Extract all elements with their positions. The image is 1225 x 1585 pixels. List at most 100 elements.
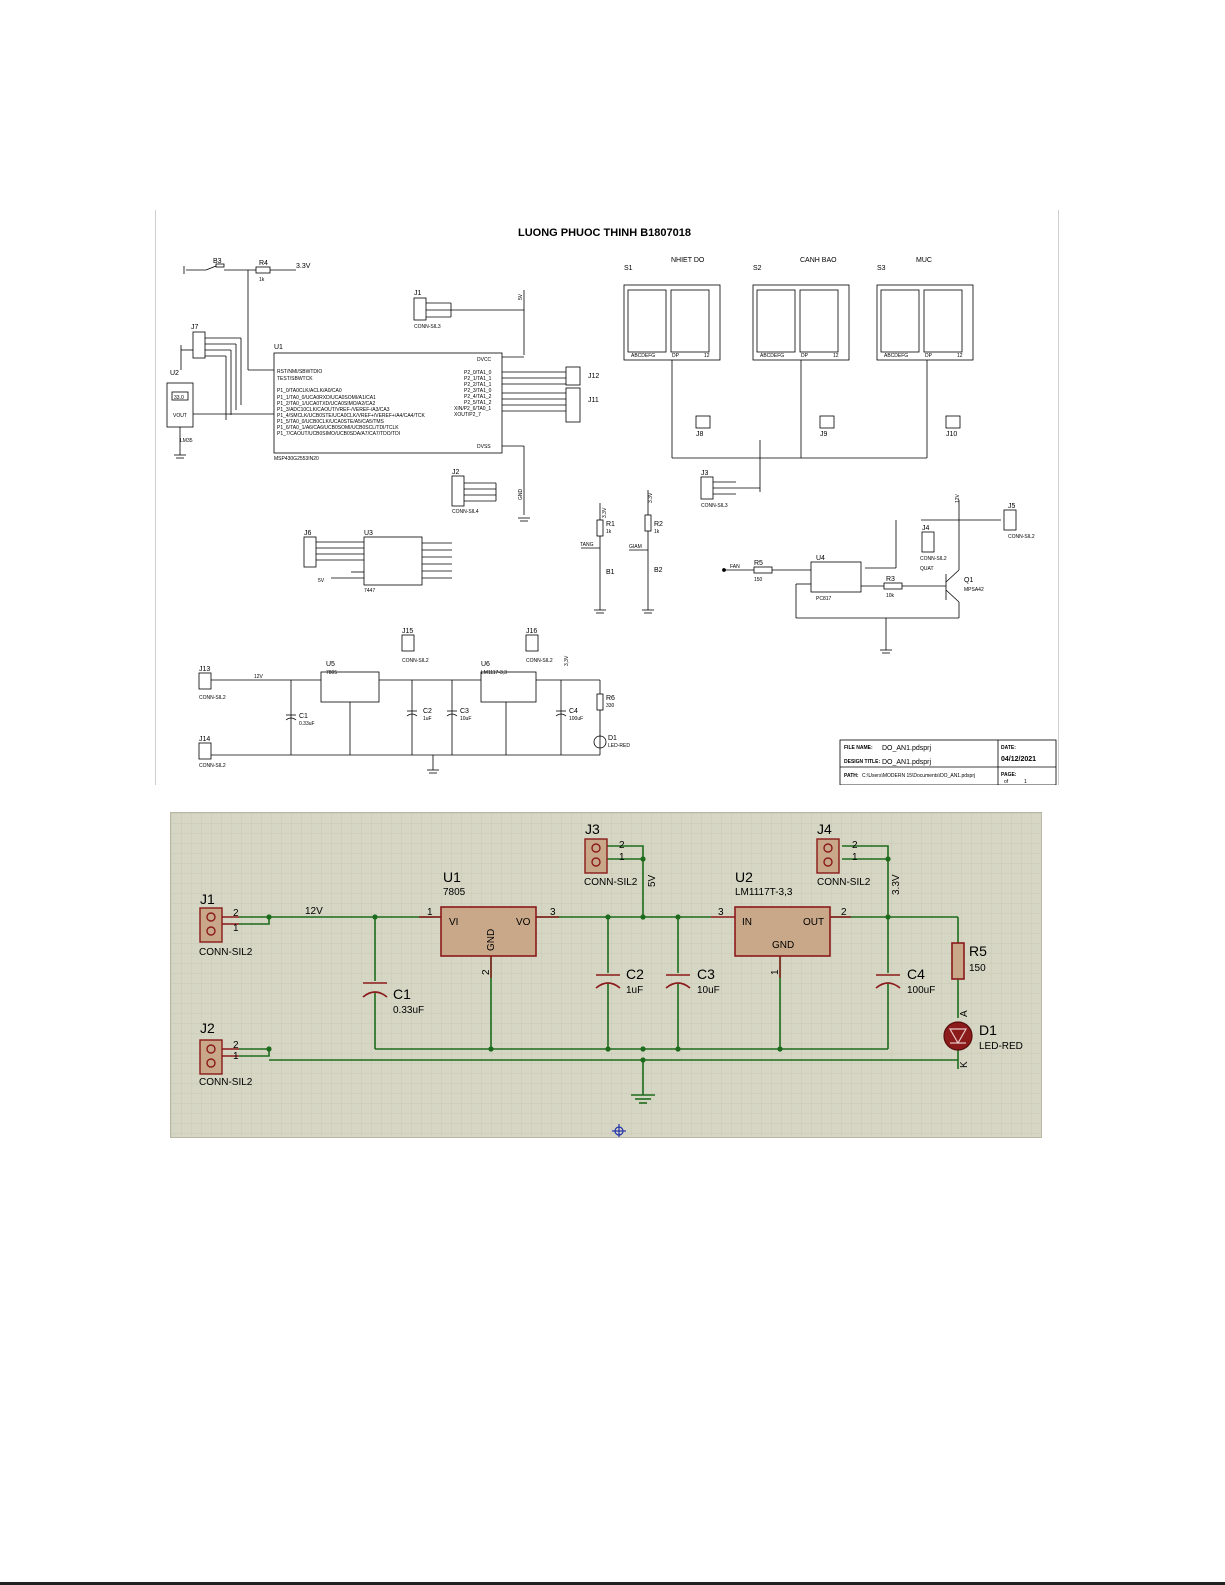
display-s3-digits: 12 <box>957 353 963 359</box>
u1-pin-right-5: P2_5/TA1_2 <box>464 400 492 406</box>
u1-pin-left-6: P1_4/SMCLK/UCB0STE/UCA0CLK/VREF+/VEREF+/… <box>277 413 425 419</box>
u2-ref: U2 <box>735 869 753 885</box>
tb-file-label: FILE NAME: <box>844 745 873 751</box>
b2-ref: B2 <box>654 567 663 574</box>
u2-pin2: 2 <box>841 907 847 918</box>
display-s1-conn: J8 <box>696 431 704 438</box>
u1-ref: U1 <box>443 869 461 885</box>
j4-ref: J4 <box>922 525 930 532</box>
display-s1-digits: 12 <box>704 353 710 359</box>
u5-ref: U5 <box>326 661 335 668</box>
quat-label: QUAT <box>920 566 934 572</box>
capacitor-c1[interactable] <box>362 982 388 998</box>
capacitor-c2[interactable] <box>595 974 621 989</box>
r4-ref: R4 <box>259 260 268 267</box>
power-supply-schematic: J1 2 1 CONN-SIL2 J2 2 1 CONN-SIL2 J3 2 1… <box>170 812 1042 1138</box>
u1-pin-right-3: P2_3/TA1_0 <box>464 388 492 394</box>
display-s3-label: MUC <box>916 257 932 264</box>
j3-ref: J3 <box>701 470 709 477</box>
u1-pin-left-3: P1_1/TA0_0/UCA0RXD/UCA0SOMI/A1/CA1 <box>277 395 376 401</box>
display-s1-seg: ABCDEFG <box>631 353 655 359</box>
capacitor-c4[interactable] <box>875 974 901 989</box>
led-d1[interactable] <box>943 1021 973 1051</box>
c2-ref: C2 <box>626 966 644 982</box>
j16-ref: J16 <box>526 628 537 635</box>
u1-pin-right-6: XIN/P2_6/TA0_1 <box>454 406 491 412</box>
mini-d1-ref: D1 <box>608 735 617 742</box>
full-schematic: LUONG PHUOC THINH B1807018 B3 R4 1k 3.3V… <box>155 210 1059 786</box>
j3-type: CONN-SIL2 <box>584 877 638 888</box>
mini-c1-ref: C1 <box>299 713 308 720</box>
u3-net-5v: 5V <box>318 578 325 584</box>
u1-pin2: 2 <box>481 969 492 975</box>
u2-name: LM35 <box>180 438 193 444</box>
r5-ref: R5 <box>969 943 987 959</box>
c1-value: 0.33uF <box>393 1005 424 1016</box>
tang-label: TANG <box>580 542 594 548</box>
regulator-u2[interactable]: U2 LM1117T-3,3 IN OUT GND 3 2 1 <box>711 869 851 978</box>
capacitor-c3[interactable] <box>665 974 691 989</box>
r2-value: 1k <box>654 529 660 535</box>
u1-pin-left-7: P1_5/TA0_0/UCB0CLK/UCA0STE/A5/CA5/TMS <box>277 419 385 425</box>
j4-ref: J4 <box>817 821 832 837</box>
tb-design-label: DESIGN TITLE: <box>844 759 880 765</box>
j3-ref: J3 <box>585 821 600 837</box>
u1-pin-left-5: P1_3/ADC10CLK/CAOUT/VREF-/VEREF-/A3/CA3 <box>277 407 390 413</box>
fan-label: FAN <box>730 564 740 570</box>
r2-net-3v3: 3.3V <box>648 492 654 503</box>
regulator-u1[interactable]: U1 7805 VI VO GND 1 3 2 <box>419 869 559 978</box>
u1-pin-right-1: P2_1/TA1_1 <box>464 376 492 382</box>
u2-ref: U2 <box>170 370 179 377</box>
display-s2-conn: J9 <box>820 431 828 438</box>
u2-in: IN <box>742 917 752 928</box>
u1-pin-left-8: P1_6/TA0_1/A6/CA6/UCB0SOMI/UCB0SCL/TDI/T… <box>277 425 399 431</box>
u3-name: 7447 <box>364 588 375 594</box>
display-s2-ref: S2 <box>753 265 762 272</box>
tb-page-num: 1 <box>1024 779 1027 785</box>
j4-pin2: 2 <box>852 840 858 851</box>
connector-j2[interactable]: J2 2 1 CONN-SIL2 <box>199 1020 253 1088</box>
j3-type: CONN-SIL3 <box>701 503 728 509</box>
j4-type: CONN-SIL2 <box>817 877 871 888</box>
display-s2-seg: ABCDEFG <box>760 353 784 359</box>
tb-page-of: of <box>1004 779 1009 785</box>
display-s1-label: NHIET DO <box>671 257 705 264</box>
j1-type: CONN-SIL3 <box>414 324 441 330</box>
display-s3-seg: ABCDEFG <box>884 353 908 359</box>
u1-pin-right-0: P2_0/TA1_0 <box>464 370 492 376</box>
u1-pin-left-4: P1_2/TA0_1/UCA0TXD/UCA0SIMO/A2/CA2 <box>277 401 375 407</box>
u1-gnd: GND <box>486 929 497 951</box>
u2-out: OUT <box>803 917 824 928</box>
mini-c1-value: 0.33uF <box>299 721 315 727</box>
page-bottom-rule <box>0 1582 1225 1585</box>
j4-pin1: 1 <box>852 852 858 863</box>
u2-pin3: 3 <box>718 907 724 918</box>
u4-name: PC817 <box>816 596 832 602</box>
connector-j4[interactable]: J4 2 1 CONN-SIL2 <box>816 821 871 888</box>
d1-ref: D1 <box>979 1022 997 1038</box>
fan-net-12v: 12V <box>955 493 961 503</box>
j4-type: CONN-SIL2 <box>920 556 947 562</box>
d1-anode: A <box>959 1010 970 1017</box>
j1-net-5v: 5V <box>518 293 524 300</box>
r1-value: 1k <box>606 529 612 535</box>
display-s2-digits: 12 <box>833 353 839 359</box>
mini-r6-value: 330 <box>606 703 615 709</box>
u1-pin1: 1 <box>427 907 433 918</box>
resistor-r5[interactable] <box>951 942 965 980</box>
mini-c2-value: 1uF <box>423 716 432 722</box>
j14-type: CONN-SIL2 <box>199 763 226 769</box>
j15-type: CONN-SIL2 <box>402 658 429 664</box>
q1-ref: Q1 <box>964 577 973 584</box>
display-s1-dp: DP <box>672 353 680 359</box>
connector-j3[interactable]: J3 2 1 CONN-SIL2 <box>584 821 638 888</box>
mini-c2-ref: C2 <box>423 708 432 715</box>
junctions <box>266 856 891 1063</box>
j2-pin1: 1 <box>233 1051 239 1062</box>
j1-pin2: 2 <box>233 908 239 919</box>
r3-value: 10k <box>886 593 895 599</box>
d1-name: LED-RED <box>979 1041 1023 1052</box>
mini-c4-value: 100uF <box>569 716 583 722</box>
mini-c3-ref: C3 <box>460 708 469 715</box>
connector-j1[interactable]: J1 2 1 CONN-SIL2 <box>199 891 253 958</box>
